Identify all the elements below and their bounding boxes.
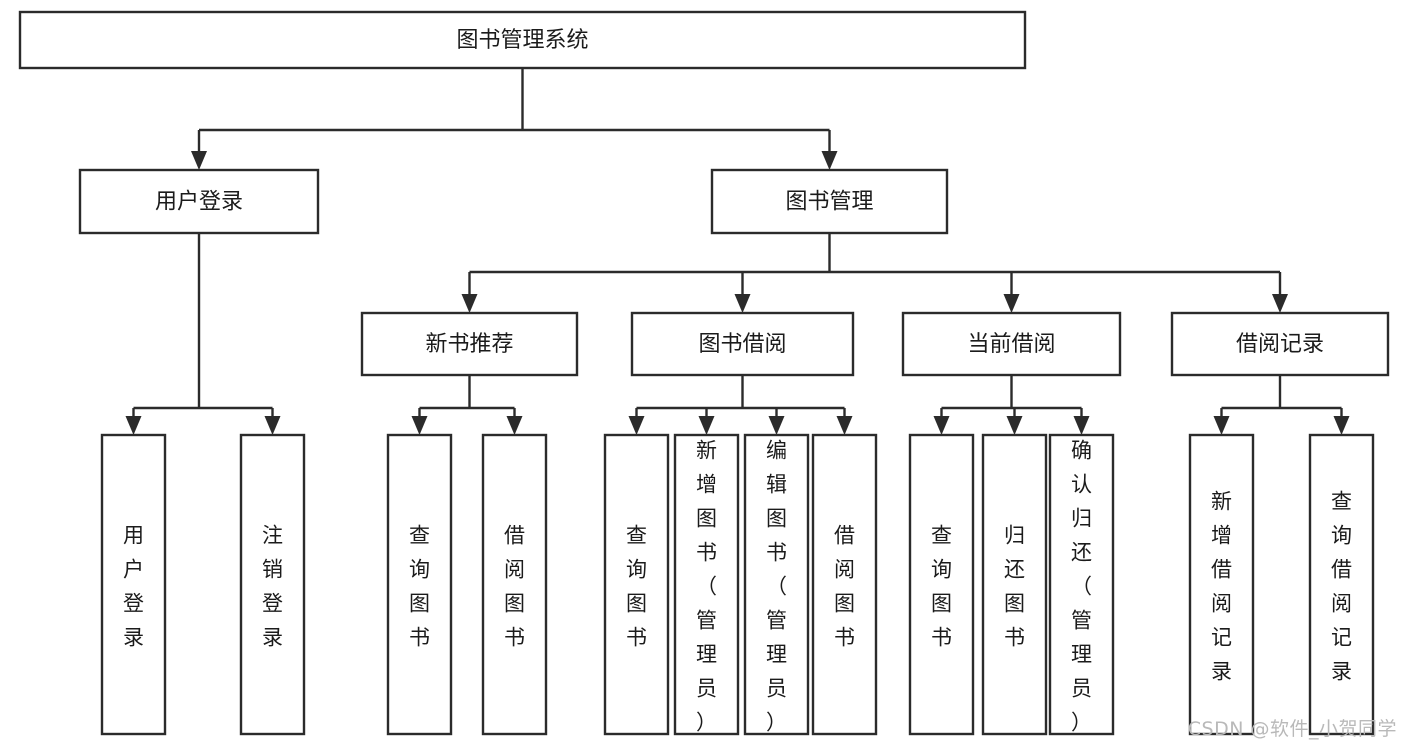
node-book-manage-label: 图书管理 <box>785 190 873 215</box>
edge-current-borrow-leaf-return-book-head <box>1006 416 1023 435</box>
node-leaf-add-book[interactable]: 新增图书（管理员） <box>673 433 740 736</box>
edge-bm-book-borrow-head <box>734 294 751 313</box>
edge-bm-current-borrow-head <box>1003 294 1020 313</box>
edge-current-borrow-leaf-query-book-3-head <box>933 416 950 435</box>
node-leaf-query-book-2-label: 查询图书 <box>626 524 647 650</box>
node-borrow-record-label: 借阅记录 <box>1236 332 1324 357</box>
node-current-borrow-rect <box>901 311 1122 377</box>
node-root-system-rect <box>18 10 1027 70</box>
node-leaf-add-record[interactable]: 新增借阅记录 <box>1188 433 1255 736</box>
node-leaf-user-login-rect <box>100 433 167 736</box>
node-user-login-label: 用户登录 <box>155 190 243 215</box>
edge-current-borrow-leaf-confirm-return-head <box>1073 416 1090 435</box>
node-leaf-add-book-rect <box>673 433 740 736</box>
edge-borrow-record-leaf-add-record-head <box>1213 416 1230 435</box>
edge-borrow-record-leaf-query-record-head <box>1333 416 1350 435</box>
node-book-borrow-label: 图书借阅 <box>698 332 786 357</box>
node-leaf-return-book[interactable]: 归还图书 <box>981 433 1048 736</box>
edge-book-borrow-leaf-edit-book-head <box>768 416 785 435</box>
node-leaf-query-book-3-label: 查询图书 <box>931 524 952 650</box>
node-leaf-confirm-return-label: 确认归还（管理员） <box>1071 439 1092 735</box>
node-book-manage[interactable]: 图书管理 <box>710 168 949 235</box>
node-book-borrow[interactable]: 图书借阅 <box>630 311 855 377</box>
node-root-system[interactable]: 图书管理系统 <box>18 10 1027 70</box>
node-new-book-rec-rect <box>360 311 579 377</box>
node-leaf-logout-label: 注销登录 <box>262 524 283 650</box>
node-current-borrow[interactable]: 当前借阅 <box>901 311 1122 377</box>
node-user-login[interactable]: 用户登录 <box>78 168 320 235</box>
node-leaf-add-record-rect <box>1188 433 1255 736</box>
node-new-book-rec[interactable]: 新书推荐 <box>360 311 579 377</box>
edge-bm-borrow-record-head <box>1272 294 1288 313</box>
node-leaf-return-book-rect <box>981 433 1048 736</box>
nodes-layer: 图书管理系统用户登录图书管理新书推荐图书借阅当前借阅借阅记录用户登录注销登录查询… <box>18 10 1390 736</box>
node-leaf-add-book-label: 新增图书（管理员） <box>696 439 717 735</box>
edge-user-login-leaf-user-login-head <box>125 416 142 435</box>
node-leaf-query-record-rect <box>1308 433 1375 736</box>
node-leaf-logout-rect <box>239 433 306 736</box>
node-leaf-borrow-book-1-label: 借阅图书 <box>504 524 525 650</box>
node-leaf-query-book-2[interactable]: 查询图书 <box>603 433 670 736</box>
edge-user-login-leaf-logout-head <box>264 416 281 435</box>
node-leaf-borrow-book-2[interactable]: 借阅图书 <box>811 433 878 736</box>
edge-root-book-manage-head <box>821 151 838 170</box>
node-leaf-return-book-label: 归还图书 <box>1004 524 1025 650</box>
edge-bm-new-book-rec-head <box>461 294 478 313</box>
node-leaf-edit-book-label: 编辑图书（管理员） <box>766 439 787 735</box>
node-leaf-logout[interactable]: 注销登录 <box>239 433 306 736</box>
node-leaf-confirm-return[interactable]: 确认归还（管理员） <box>1048 433 1115 736</box>
node-borrow-record-rect <box>1170 311 1390 377</box>
node-root-system-label: 图书管理系统 <box>456 28 588 53</box>
node-leaf-query-book-2-rect <box>603 433 670 736</box>
node-leaf-edit-book[interactable]: 编辑图书（管理员） <box>743 433 810 736</box>
node-leaf-query-book-3-rect <box>908 433 975 736</box>
node-borrow-record[interactable]: 借阅记录 <box>1170 311 1390 377</box>
node-new-book-rec-label: 新书推荐 <box>425 332 513 357</box>
node-leaf-borrow-book-2-label: 借阅图书 <box>834 524 855 650</box>
node-user-login-rect <box>78 168 320 235</box>
node-leaf-borrow-book-1-rect <box>481 433 548 736</box>
node-leaf-borrow-book-2-rect <box>811 433 878 736</box>
edge-book-borrow-leaf-query-book-2-head <box>628 416 645 435</box>
node-leaf-user-login-label: 用户登录 <box>123 524 144 650</box>
node-leaf-query-book-1-label: 查询图书 <box>409 524 430 650</box>
node-book-manage-rect <box>710 168 949 235</box>
edge-root-user-login-head <box>191 151 207 170</box>
node-leaf-user-login[interactable]: 用户登录 <box>100 433 167 736</box>
node-leaf-query-book-3[interactable]: 查询图书 <box>908 433 975 736</box>
node-leaf-query-book-1[interactable]: 查询图书 <box>386 433 453 736</box>
edge-new-book-rec-leaf-query-book-1-head <box>411 416 428 435</box>
node-leaf-query-record-label: 查询借阅记录 <box>1331 490 1352 684</box>
node-book-borrow-rect <box>630 311 855 377</box>
node-leaf-query-record[interactable]: 查询借阅记录 <box>1308 433 1375 736</box>
edge-book-borrow-leaf-add-book-head <box>698 416 715 435</box>
node-leaf-borrow-book-1[interactable]: 借阅图书 <box>481 433 548 736</box>
node-leaf-add-record-label: 新增借阅记录 <box>1211 490 1232 684</box>
node-current-borrow-label: 当前借阅 <box>967 332 1055 357</box>
edges-layer <box>125 68 1350 435</box>
edge-new-book-rec-leaf-borrow-book-1-head <box>506 416 523 435</box>
edge-book-borrow-leaf-borrow-book-2-head <box>836 416 853 435</box>
node-leaf-confirm-return-rect <box>1048 433 1115 736</box>
node-leaf-edit-book-rect <box>743 433 810 736</box>
node-leaf-query-book-1-rect <box>386 433 453 736</box>
